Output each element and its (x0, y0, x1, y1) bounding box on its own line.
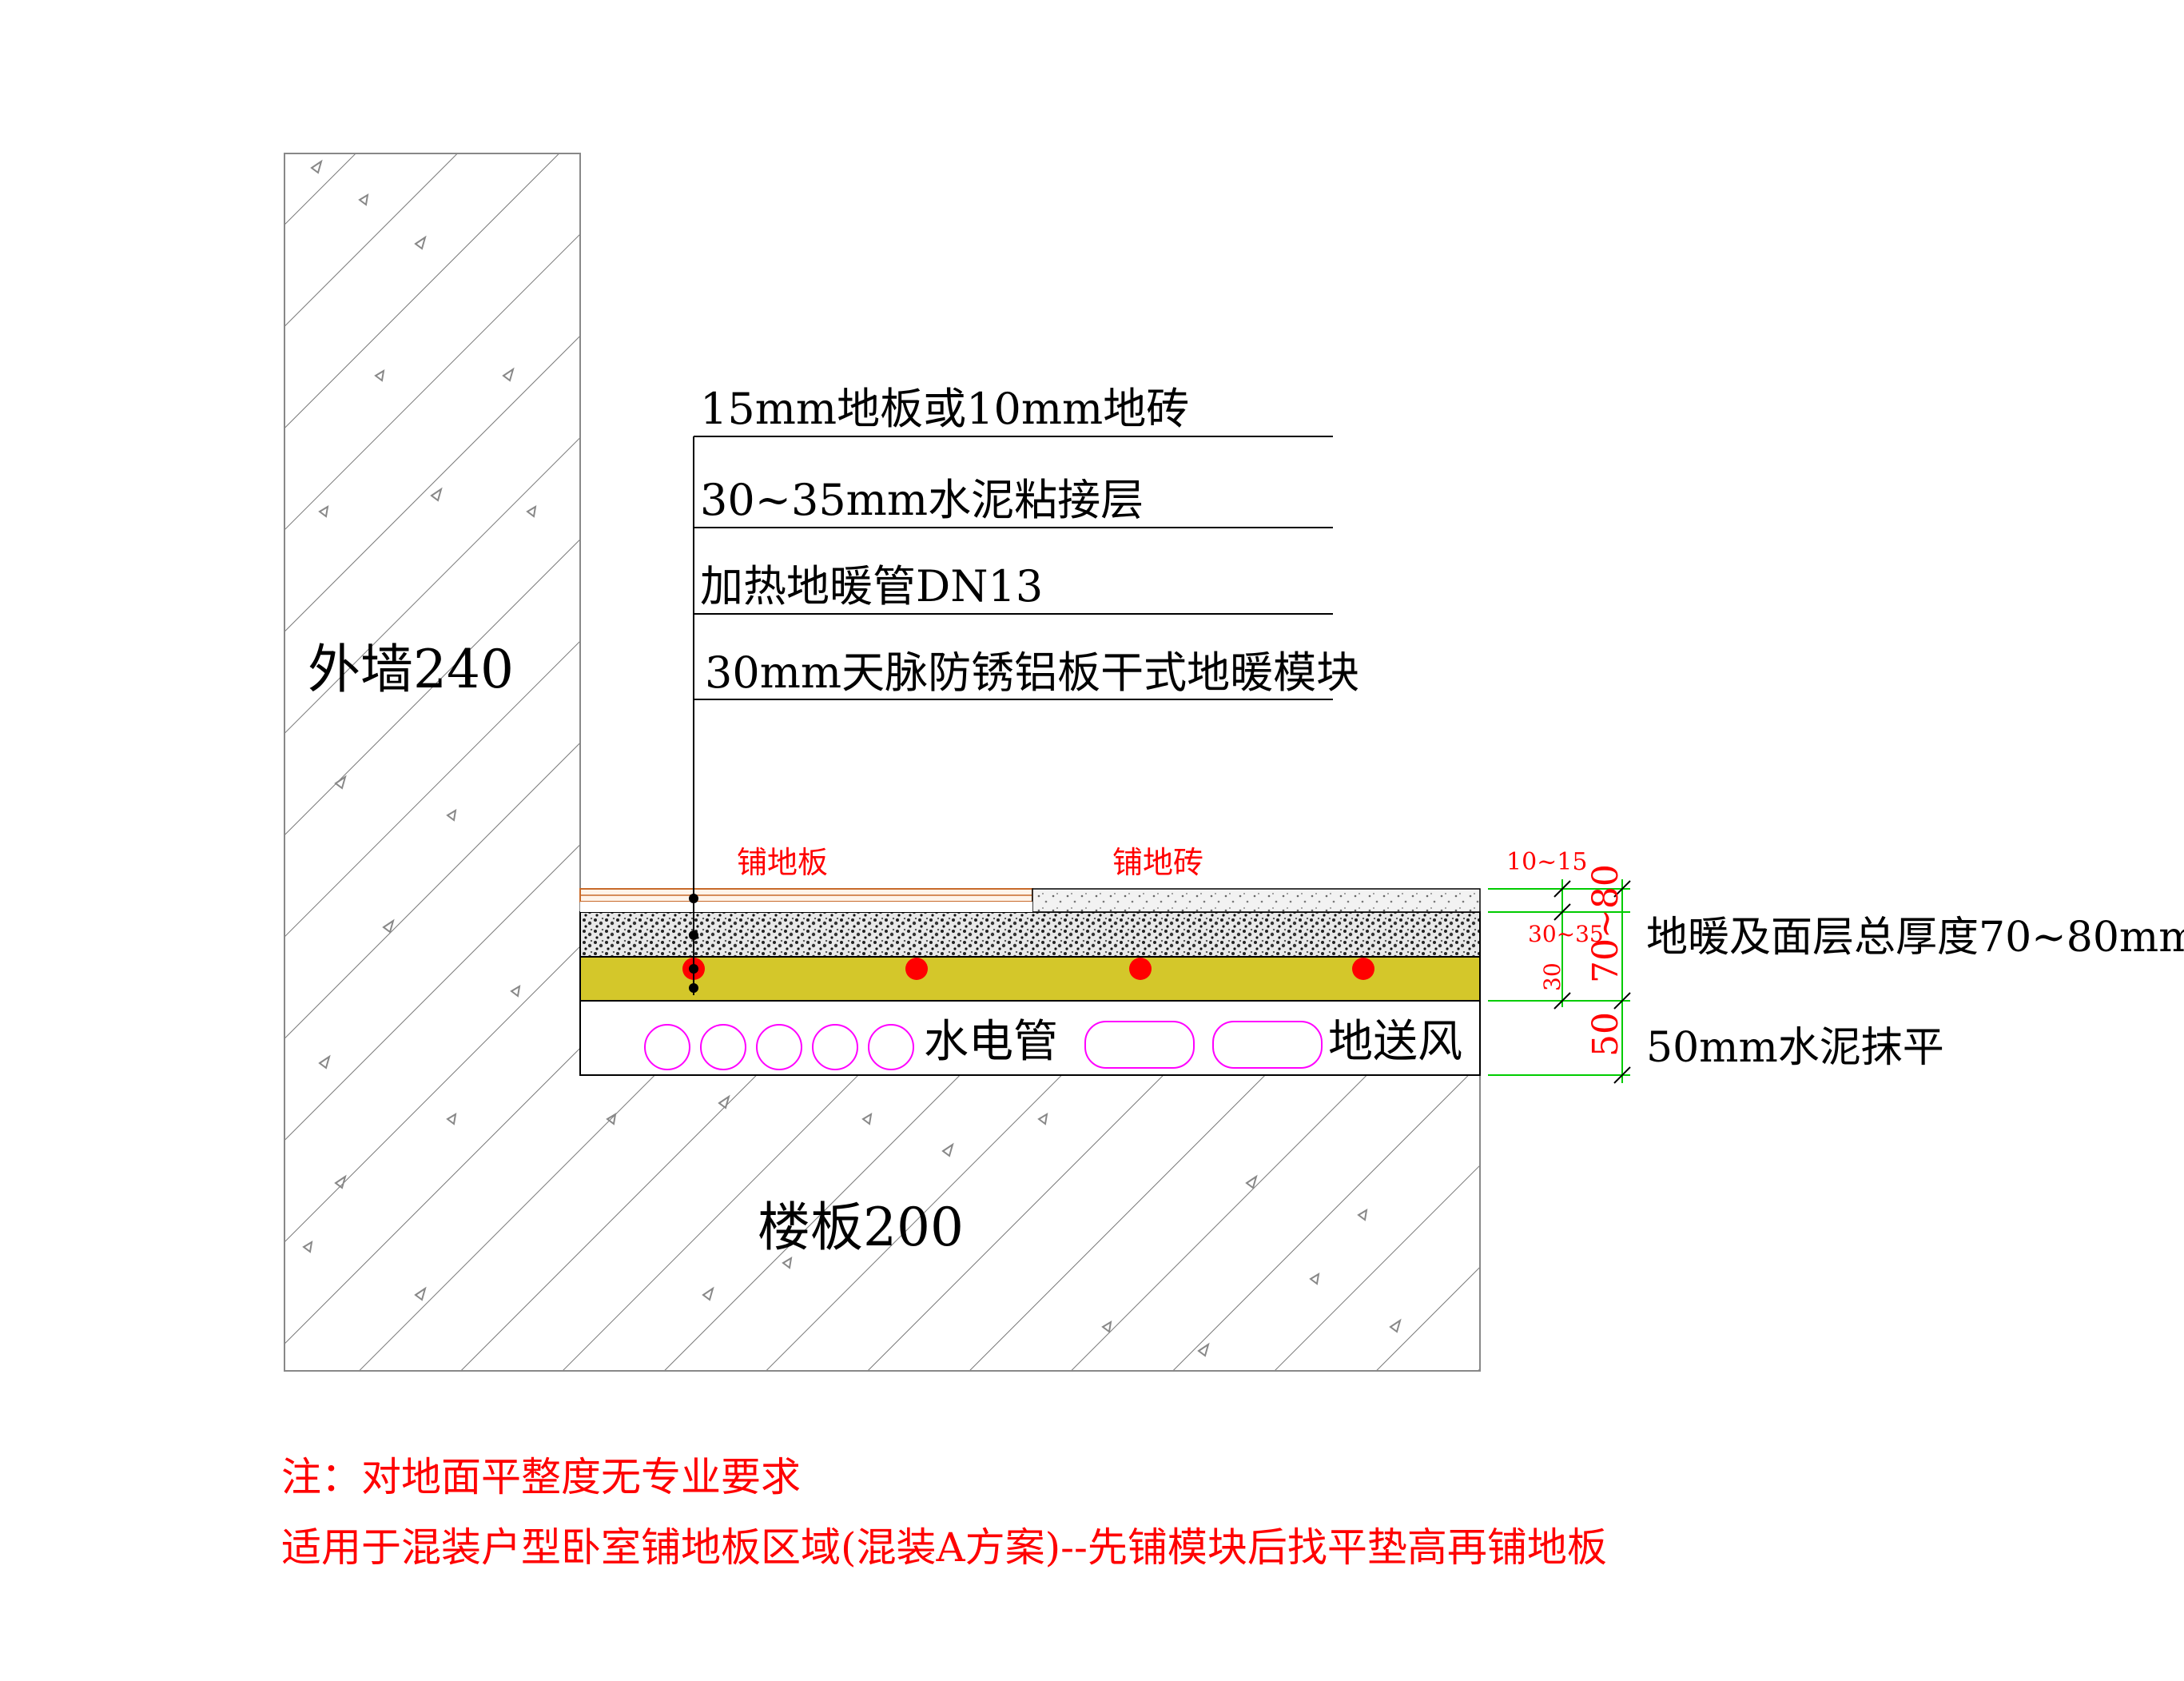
aggregate-marks (302, 159, 1402, 1357)
total-thickness-label: 地暖及面层总厚度70~80mm (1646, 914, 2184, 962)
note-line-1: 注：对地面平整度无专业要求 (281, 1454, 801, 1500)
leader-label-2: 30~35mm水泥粘接层 (700, 475, 1144, 525)
leader-label-4: 30mm天脉防锈铝板干式地暖模块 (705, 647, 1359, 698)
pipes-label: 水电管 (924, 1016, 1058, 1068)
floor-tile-label: 铺地砖 (1112, 845, 1203, 880)
leader-label-1: 15mm地板或10mm地砖 (700, 384, 1189, 434)
cement-bonding-layer (579, 911, 1481, 958)
leader-label-3: 加热地暖管DN13 (700, 561, 1043, 611)
note-line-2: 适用于混装户型卧室铺地板区域(混装A方案)--先铺模块后找平垫高再铺地板 (281, 1524, 1607, 1571)
tile-layer (1032, 888, 1481, 913)
dimension-ticks (1553, 880, 1631, 1084)
dim-50: 50 (1585, 1012, 1626, 1057)
screed-label: 50mm水泥抹平 (1646, 1024, 1944, 1072)
air-duct-shapes (1084, 1021, 1323, 1069)
dim-70-80: 70~80 (1585, 864, 1626, 983)
heating-pipe-dots (682, 958, 1374, 980)
conduit-circles (644, 1024, 914, 1070)
dimension-lines (1488, 879, 1630, 1083)
floor-board-label: 铺地板 (737, 845, 828, 880)
slab-label: 楼板200 (758, 1197, 964, 1258)
air-duct-label: 地送风 (1328, 1016, 1462, 1068)
dim-10-15: 10~15 (1506, 848, 1587, 876)
dim-30: 30 (1539, 962, 1565, 991)
screed-layer (579, 1000, 1481, 1076)
leader-line (689, 436, 1333, 995)
wall-label: 外墙240 (308, 639, 514, 700)
concrete-structure (284, 153, 1481, 1372)
dim-30-35: 30~35 (1528, 921, 1604, 947)
heating-module-layer (579, 956, 1481, 1002)
